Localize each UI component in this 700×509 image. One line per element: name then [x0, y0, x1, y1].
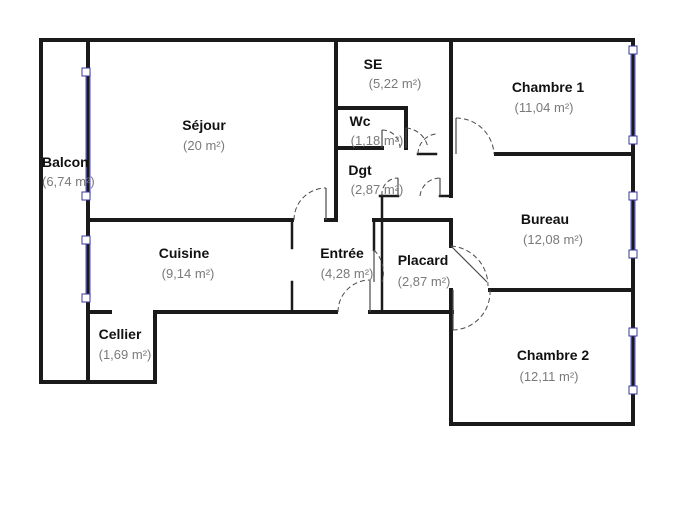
window-jamb — [81, 67, 91, 77]
window-jamb — [81, 235, 91, 245]
room-area-chambre1: (11,04 m²) — [515, 100, 574, 115]
window-jamb — [628, 327, 638, 337]
window-jamb — [628, 135, 638, 145]
room-name-dgt: Dgt — [348, 162, 372, 178]
room-name-balcon: Balcon — [42, 154, 89, 170]
room-name-cellier: Cellier — [99, 326, 142, 342]
room-name-entree: Entrée — [320, 245, 364, 261]
window-jamb — [628, 385, 638, 395]
room-name-wc: Wc — [350, 113, 371, 129]
room-area-chambre2: (12,11 m²) — [520, 369, 579, 384]
room-area-wc: (1,18 m²) — [351, 133, 404, 148]
room-name-sejour: Séjour — [182, 117, 226, 133]
room-name-placard: Placard — [398, 252, 449, 268]
room-name-chambre2: Chambre 2 — [517, 347, 590, 363]
room-area-placard: (2,87 m²) — [398, 274, 451, 289]
room-area-se: (5,22 m²) — [369, 76, 422, 91]
room-name-chambre1: Chambre 1 — [512, 79, 585, 95]
window-jamb — [81, 293, 91, 303]
room-area-sejour: (20 m²) — [183, 138, 225, 153]
window-jamb — [628, 45, 638, 55]
room-name-bureau: Bureau — [521, 211, 569, 227]
room-area-cuisine: (9,14 m²) — [162, 266, 215, 281]
room-area-bureau: (12,08 m²) — [523, 232, 583, 247]
room-area-entree: (4,28 m²) — [321, 266, 374, 281]
walls — [39, 38, 635, 426]
room-area-dgt: (2,87 m²) — [351, 182, 404, 197]
doors — [293, 117, 495, 331]
window-jamb — [628, 191, 638, 201]
door-bureau — [450, 245, 488, 283]
room-area-cellier: (1,69 m²) — [99, 347, 152, 362]
room-name-se: SE — [364, 56, 383, 72]
window-jamb — [81, 191, 91, 201]
room-labels: Balcon (6,74 m²) Séjour (20 m²) SE (5,22… — [42, 56, 589, 384]
windows — [81, 45, 638, 395]
room-name-cuisine: Cuisine — [159, 245, 210, 261]
room-area-balcon: (6,74 m²) — [42, 174, 95, 189]
window-jamb — [628, 249, 638, 259]
